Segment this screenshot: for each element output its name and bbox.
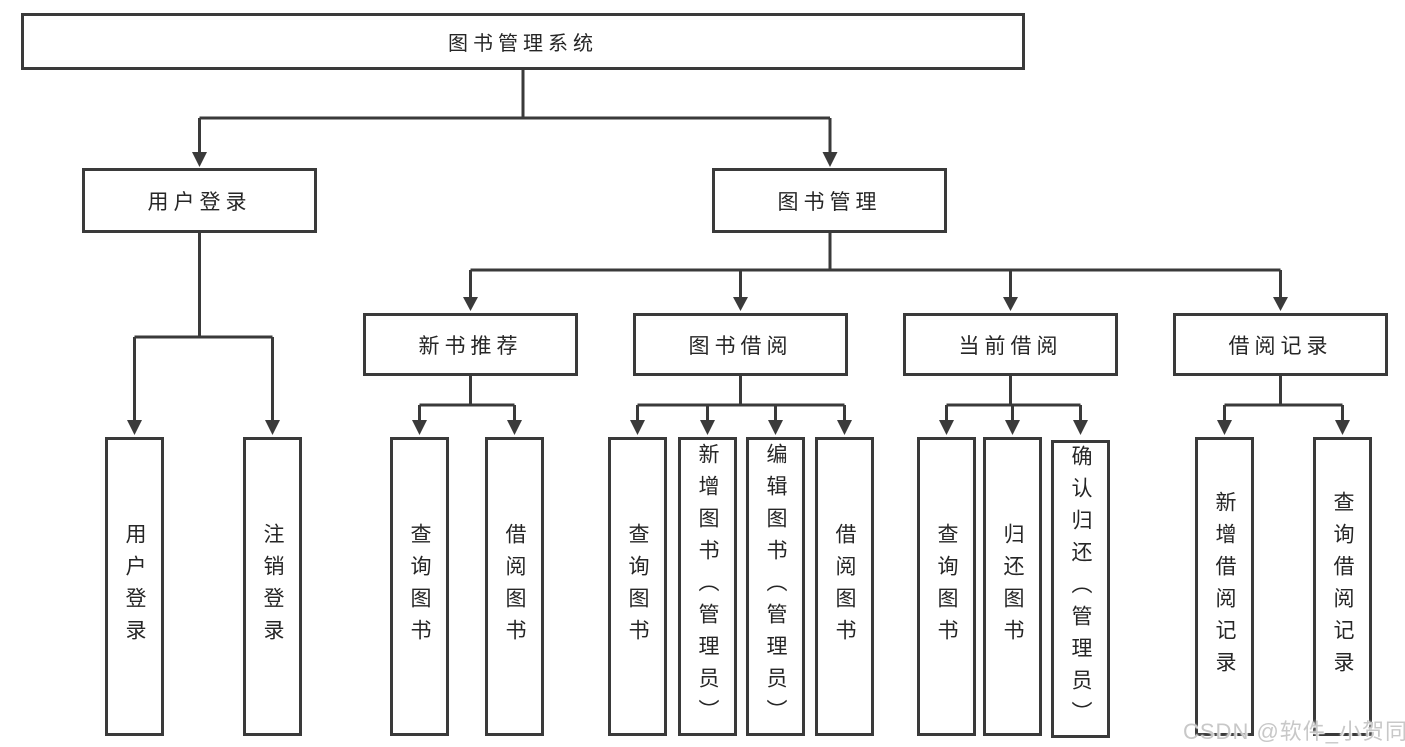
connector-new-books-children [418,376,516,420]
connector-root-to-level2 [198,70,832,152]
node-leaf-borrow-books-2: 借阅图书 [815,437,874,736]
node-leaf-return-books: 归还图书 [983,437,1042,736]
node-leaf-query-books-1: 查询图书 [390,437,449,736]
connector-user-login-children [133,233,274,420]
arrowheads-user-login-children [127,420,280,435]
node-leaf-query-books-2: 查询图书 [608,437,667,736]
connector-book-mgmt-to-level3 [469,233,1282,297]
node-leaf-query-borrow-record: 查询借阅记录 [1313,437,1372,736]
arrowheads-level3 [463,297,1288,311]
node-leaf-edit-books-admin: 编辑图书（管理员） [746,437,805,736]
node-book-management: 图书管理 [712,168,947,233]
connector-borrow-records-children [1223,376,1344,420]
node-leaf-borrow-books-1: 借阅图书 [485,437,544,736]
watermark: CSDN @软件_小贺同学 [1183,719,1405,744]
node-book-borrow: 图书借阅 [633,313,848,376]
node-leaf-logout: 注销登录 [243,437,302,736]
connector-book-borrow-children [636,376,846,420]
arrowheads-level2 [192,152,838,167]
node-leaf-query-books-3: 查询图书 [917,437,976,736]
node-borrow-records: 借阅记录 [1173,313,1388,376]
node-current-borrow: 当前借阅 [903,313,1118,376]
node-user-login: 用户登录 [82,168,317,233]
arrowheads-level4 [412,420,1350,435]
node-leaf-user-login: 用户登录 [105,437,164,736]
connector-current-borrow-children [945,376,1082,420]
node-library-management-system: 图书管理系统 [21,13,1025,70]
node-leaf-confirm-return-admin: 确认归还（管理员） [1051,440,1110,738]
node-leaf-add-books-admin: 新增图书（管理员） [678,437,737,736]
node-leaf-add-borrow-record: 新增借阅记录 [1195,437,1254,736]
node-new-book-recommend: 新书推荐 [363,313,578,376]
